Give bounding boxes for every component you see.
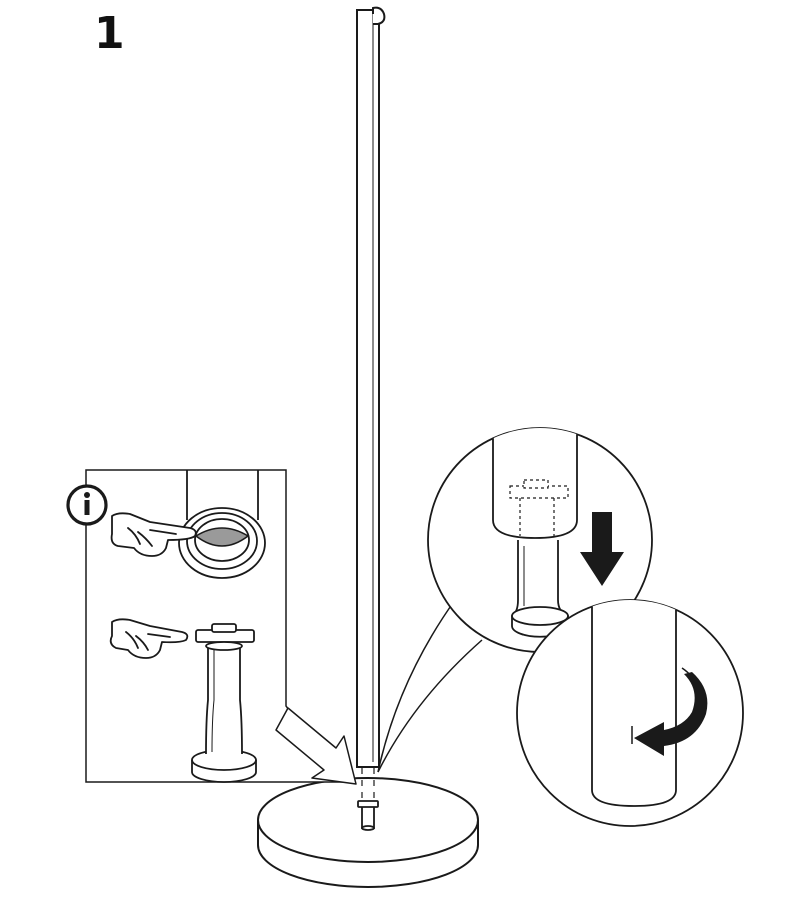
lamp-base bbox=[257, 777, 479, 888]
rotate-arrow-icon bbox=[634, 667, 708, 756]
base-post bbox=[357, 800, 379, 831]
zoom-detail-insert bbox=[377, 427, 653, 773]
alignment-guides bbox=[361, 768, 375, 800]
pole-underside-view bbox=[178, 470, 266, 579]
lamp-pole bbox=[356, 6, 386, 768]
panel-pointer-arrow bbox=[275, 707, 357, 785]
info-icon bbox=[66, 484, 108, 526]
step-number: 1 bbox=[94, 8, 125, 59]
zoom-rotate-insert bbox=[516, 599, 744, 827]
hand-pointing-icon bbox=[110, 512, 197, 557]
base-post-detail bbox=[191, 623, 257, 783]
arrow-down-icon bbox=[580, 512, 624, 586]
hand-pointing-icon bbox=[109, 618, 189, 659]
